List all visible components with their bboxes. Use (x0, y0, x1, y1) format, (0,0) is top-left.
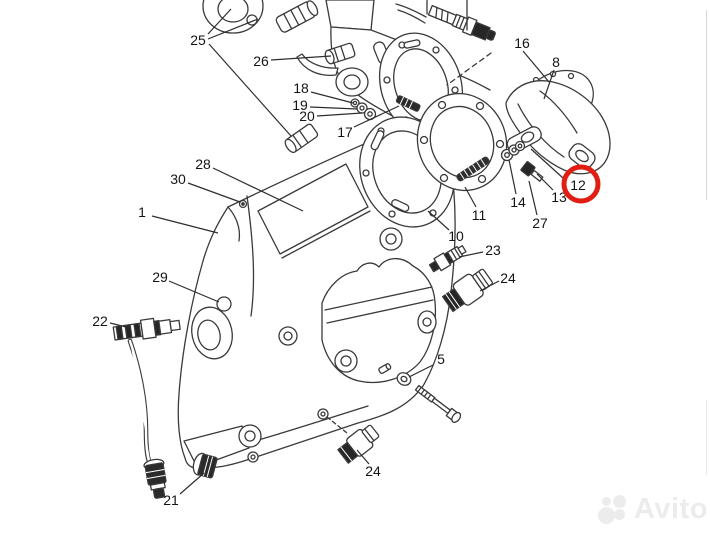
edge-artifact-line (706, 10, 707, 200)
washers-14-icon (500, 140, 526, 162)
edge-artifact-line (706, 400, 707, 475)
part-label-16: 16 (514, 35, 530, 51)
part-label-18: 18 (293, 80, 309, 96)
highlight-circle (561, 164, 601, 204)
part-label-21: 21 (163, 492, 179, 508)
leader-line (464, 186, 477, 208)
bolt-5-icon (396, 372, 462, 423)
bracket-hook (296, 53, 339, 76)
plug-24b-icon (337, 424, 380, 464)
part-label-5: 5 (437, 351, 445, 367)
leader-line (207, 8, 232, 35)
part-label-1: 1 (138, 204, 146, 220)
part-label-8: 8 (552, 54, 560, 70)
part-label-28: 28 (195, 156, 211, 172)
avito-watermark: Avito (598, 492, 708, 526)
leader-line (530, 148, 564, 179)
part-label-23: 23 (485, 242, 501, 258)
hose-fitting-25-icon (284, 123, 319, 154)
leader-line (208, 43, 292, 137)
leader-line (109, 322, 131, 329)
bolt-27-icon (520, 161, 544, 182)
avito-logo-icon (598, 492, 630, 526)
sensor-22-icon (112, 317, 181, 499)
leader-line (528, 180, 538, 216)
part-label-22: 22 (92, 313, 108, 329)
inner-cover (321, 257, 437, 384)
tube-connector-icon (143, 458, 167, 499)
leader-line (508, 159, 517, 195)
leader-lines (109, 8, 564, 495)
leader-line (458, 251, 484, 258)
part-label-29: 29 (152, 269, 168, 285)
hose-fitting-top-icon (275, 0, 319, 33)
part-label-27: 27 (532, 215, 548, 231)
leader-line (427, 210, 450, 231)
part-label-19: 19 (292, 97, 308, 113)
leader-line (522, 50, 550, 83)
part-label-26: 26 (253, 53, 269, 69)
part-label-25: 25 (190, 32, 206, 48)
leader-line (536, 173, 554, 191)
gasket-11 (416, 92, 508, 192)
part-label-14: 14 (510, 194, 526, 210)
part-label-30: 30 (170, 171, 186, 187)
part-label-12: 12 (570, 177, 586, 193)
top-flange (202, 0, 264, 34)
part-label-24: 24 (500, 270, 516, 286)
sensor-23-icon (428, 245, 467, 273)
part-label-11: 11 (472, 207, 487, 223)
leader-line (187, 182, 241, 203)
leader-line (356, 449, 370, 465)
stud-17-icon (395, 95, 421, 112)
leader-line (543, 69, 555, 100)
part-label-24: 24 (365, 463, 381, 479)
leader-line (168, 280, 220, 303)
cover-plate-28 (257, 163, 369, 255)
leader-line (309, 106, 358, 110)
stud-bolt-icon (456, 156, 490, 182)
leader-line (316, 112, 363, 117)
leader-line (479, 280, 500, 292)
leader-line (408, 364, 434, 378)
leader-line (179, 472, 205, 495)
part-label-10: 10 (448, 228, 464, 244)
leader-line (212, 167, 304, 212)
leader-line (207, 18, 259, 40)
plug-24a-icon (441, 268, 493, 313)
lock-tab-12-icon (568, 143, 596, 169)
leader-line (310, 91, 354, 104)
part-label-17: 17 (337, 124, 353, 140)
hardware-18-19-20-icon (350, 98, 377, 121)
watermark-text: Avito (634, 493, 708, 525)
leader-line (353, 105, 400, 128)
part-label-13: 13 (551, 189, 567, 205)
oxygen-sensor-icon (395, 0, 496, 86)
hose-fitting-26-icon (324, 42, 356, 65)
part-label-20: 20 (299, 108, 315, 124)
leader-line (151, 215, 219, 234)
plug-21-icon (192, 452, 218, 479)
hole-29 (216, 296, 232, 312)
leader-line (270, 55, 332, 61)
